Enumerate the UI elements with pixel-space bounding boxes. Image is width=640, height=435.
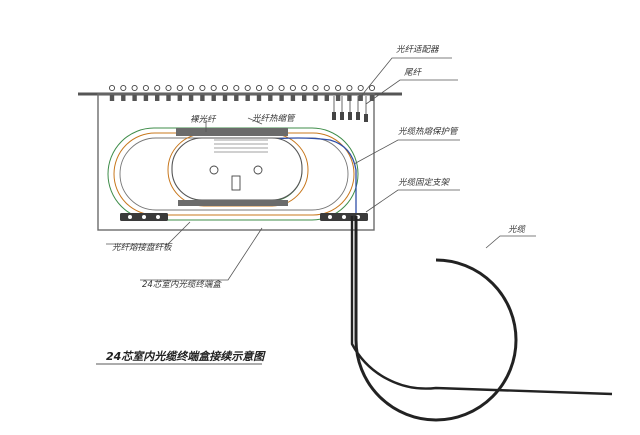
fiber-adapter bbox=[120, 84, 127, 101]
fiber-adapter bbox=[301, 84, 308, 101]
label-adapter: 光纤适配器 bbox=[396, 44, 440, 55]
fiber-adapter bbox=[142, 84, 149, 101]
fiber-adapter bbox=[131, 84, 138, 101]
label-heat-shrink: 光纤热缩管 bbox=[252, 113, 296, 124]
fiber-adapter bbox=[210, 84, 217, 101]
splice-tray bbox=[171, 128, 303, 206]
fiber-adapter bbox=[335, 84, 342, 101]
fiber-adapter bbox=[221, 84, 229, 101]
fiber-adapter bbox=[108, 84, 116, 101]
fiber-adapter bbox=[368, 84, 376, 101]
fiber-adapter bbox=[154, 84, 161, 101]
fiber-adapter bbox=[199, 84, 206, 101]
terminal-box-outline bbox=[97, 93, 375, 231]
fiber-adapter bbox=[323, 84, 330, 101]
fiber-adapter bbox=[165, 84, 172, 101]
adapter-row bbox=[108, 84, 376, 101]
label-pigtail: 尾纤 bbox=[404, 67, 423, 78]
label-cable-fixing-bracket: 光缆固定支架 bbox=[398, 177, 451, 188]
fiber-adapter bbox=[233, 84, 240, 101]
fiber-adapter bbox=[278, 84, 285, 101]
fiber-adapter bbox=[255, 84, 263, 101]
optical-cable bbox=[350, 216, 613, 422]
fiber-adapter bbox=[312, 84, 319, 101]
pigtail-boots bbox=[332, 112, 368, 122]
fiber-adapter bbox=[188, 84, 195, 101]
label-terminal-box: 24芯室内光缆终端盒 bbox=[142, 279, 222, 290]
fiber-adapter bbox=[346, 84, 353, 101]
fiber-adapter bbox=[357, 84, 364, 101]
fiber-adapter bbox=[176, 84, 183, 101]
label-cable-heat-shrink: 光缆热熔保护管 bbox=[398, 126, 459, 137]
fiber-adapter bbox=[289, 84, 296, 101]
fiber-adapter bbox=[267, 84, 274, 101]
leader-lines bbox=[106, 57, 536, 281]
label-bare-fiber: 裸光纤 bbox=[190, 114, 217, 125]
label-cable: 光缆 bbox=[508, 224, 527, 235]
diagram-title: 24芯室内光缆终端盒接续示意图 bbox=[106, 350, 266, 363]
fiber-adapter bbox=[244, 84, 251, 101]
label-splice-tray: 光纤熔接盘纤板 bbox=[112, 242, 173, 253]
blue-fiber bbox=[261, 137, 357, 215]
